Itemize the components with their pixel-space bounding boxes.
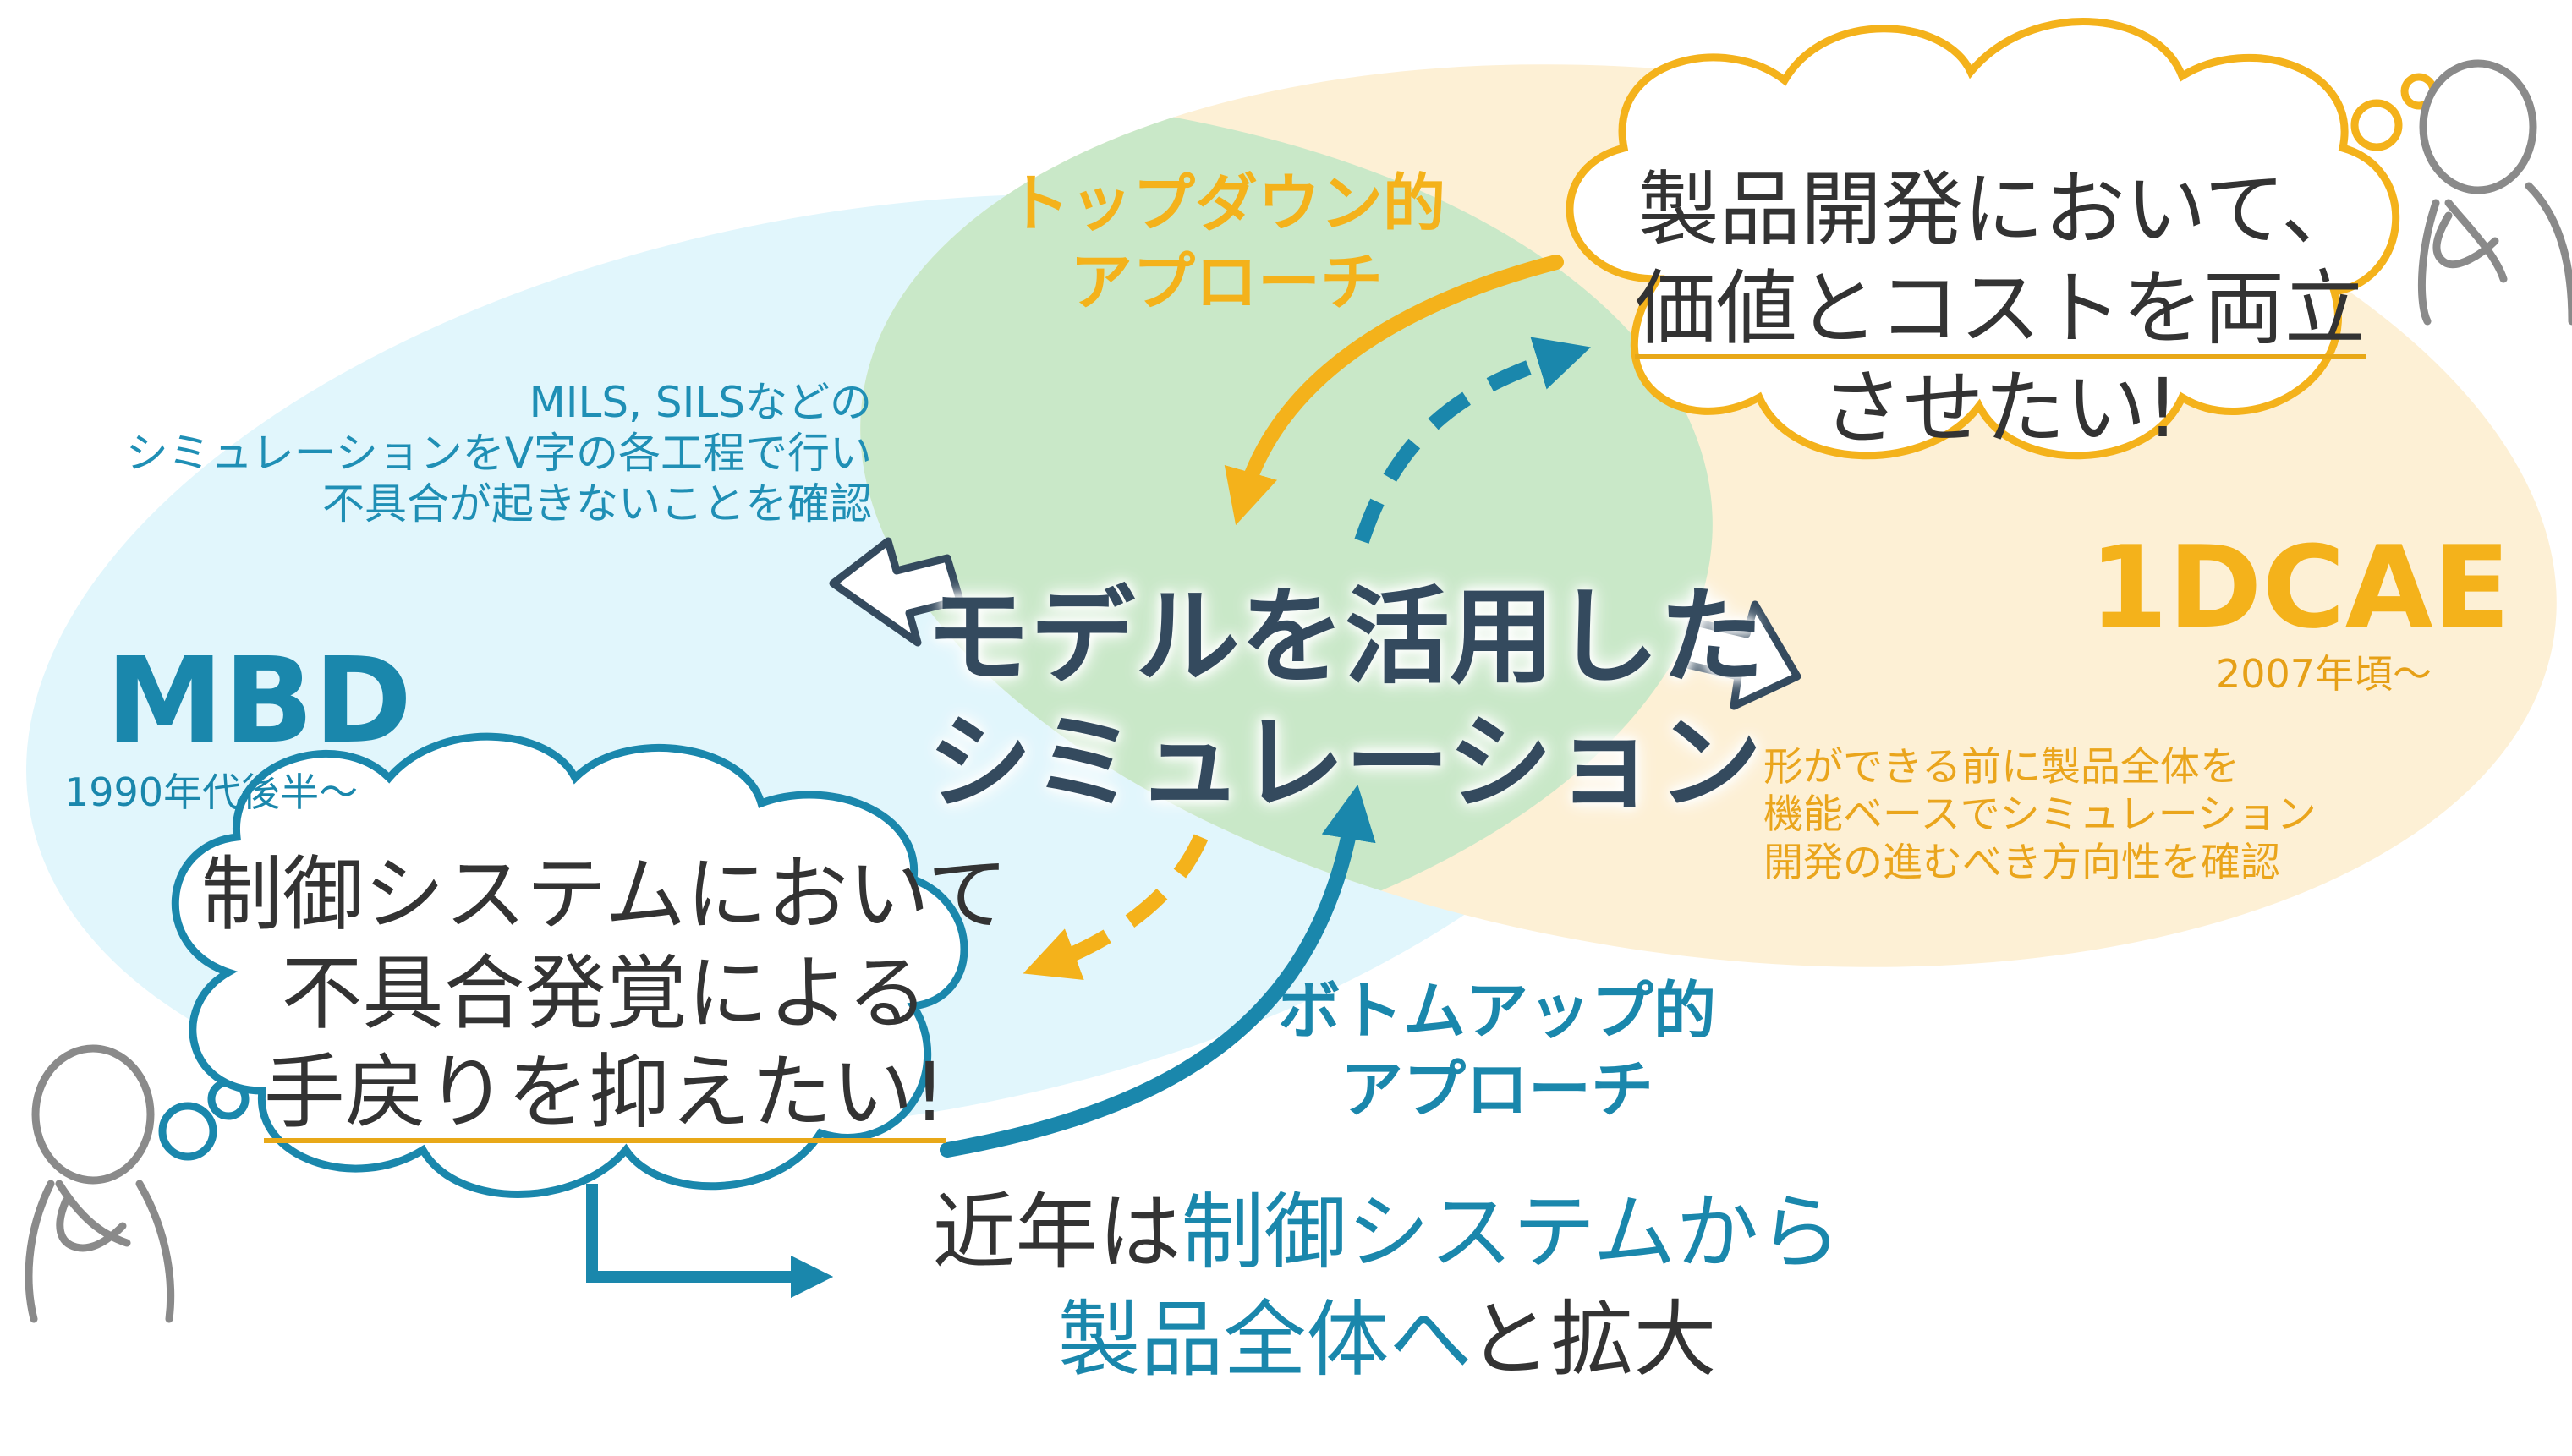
- dcae-description-line: 機能ベースでシミュレーション: [1763, 791, 2317, 839]
- mbd-cloud-line: 不具合発覚による: [281, 946, 929, 1042]
- thinking-person-icon: [2417, 59, 2572, 326]
- mbd-year: 1990年代後半～: [64, 769, 359, 815]
- dashed-feedback-arrow-mbd: [1023, 834, 1209, 980]
- mbd-cloud-line: 制御システムにおいて: [200, 847, 1009, 942]
- overlap-region: [860, 64, 1729, 967]
- expansion-text-highlight: 制御システムから: [1181, 1185, 1842, 1281]
- dcae-cloud-line: 製品開発において、: [1637, 162, 2363, 257]
- approach-label-line: アプローチ: [1070, 245, 1383, 319]
- expansion-text-part: と拡大: [1467, 1292, 1717, 1389]
- expansion-text-part: 近年は: [932, 1185, 1182, 1281]
- dcae-title: 1DCAE: [2089, 522, 2511, 654]
- mbd-description-line: MILS, SILSなどの: [529, 378, 872, 427]
- dcae-cloud-line: させたい!: [1821, 360, 2180, 456]
- center-simulation-label: モデルを活用した シミュレーション: [922, 575, 1768, 827]
- dcae-cloud-line-underlined: 価値とコストを両立: [1635, 265, 2366, 359]
- approach-label-line: アプローチ: [1341, 1053, 1653, 1126]
- approach-label-line: ボトムアップ的: [1278, 975, 1716, 1048]
- mbd-title: MBD: [106, 632, 413, 770]
- mbd-thought-cloud-icon: [158, 732, 968, 1198]
- mbd-cloud-line-underlined: 手戻りを抑えたい!: [263, 1048, 946, 1143]
- mbd-description-line: 不具合が起きないことを確認: [322, 479, 872, 528]
- dcae-description: 形ができる前に製品全体を 機能ベースでシミュレーション 開発の進むべき方向性を確…: [1763, 744, 2317, 887]
- expansion-text-highlight: 製品全体へ: [1057, 1292, 1468, 1389]
- mbd-description: MILS, SILSなどの シミュレーションをV字の各工程で行い 不具合が起きな…: [126, 377, 872, 529]
- dcae-cloud-text: 製品開発において、 価値とコストを両立 させたい!: [1573, 161, 2427, 458]
- bottom-up-approach-label: ボトムアップ的 アプローチ: [1252, 972, 1742, 1129]
- center-label-line: モデルを活用した: [924, 577, 1764, 698]
- dcae-thought-cloud-icon: [1566, 18, 2438, 460]
- center-label-line: シミュレーション: [927, 702, 1763, 824]
- dcae-description-line: 形ができる前に製品全体を: [1763, 744, 2240, 791]
- top-down-approach-label: トップダウン的 アプローチ: [981, 165, 1472, 321]
- hollow-arrow-icon: [829, 537, 964, 647]
- dcae-year: 2007年頃～: [2216, 651, 2432, 697]
- top-down-arrow: [1224, 255, 1564, 526]
- expansion-text: 近年は制御システムから 製品全体へと拡大: [880, 1180, 1895, 1395]
- approach-label-line: トップダウン的: [1007, 167, 1445, 240]
- mbd-description-line: シミュレーションをV字の各工程で行い: [125, 429, 872, 478]
- dashed-feedback-arrow-dcae: [1354, 337, 1591, 544]
- mbd-cloud-text: 制御システムにおいて 不具合発覚による 手戻りを抑えたい!: [178, 846, 1032, 1143]
- thinking-person-icon: [25, 1044, 175, 1323]
- expansion-arrow: [586, 1184, 834, 1299]
- dcae-description-line: 開発の進むべき方向性を確認: [1763, 839, 2280, 886]
- bottom-up-arrow: [940, 785, 1376, 1158]
- hollow-arrow-icon: [1679, 600, 1801, 710]
